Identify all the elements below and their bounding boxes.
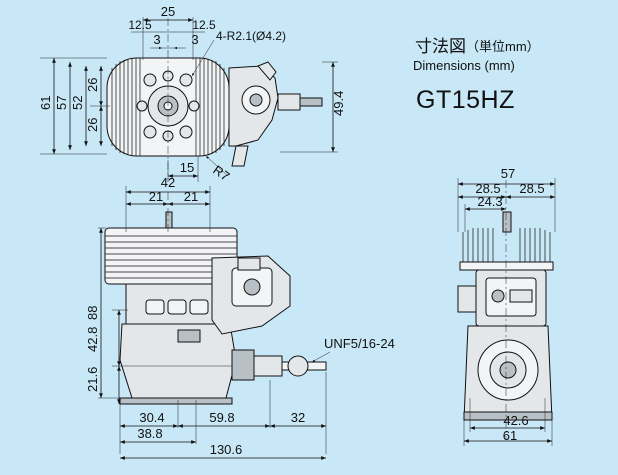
dim-38-8: 38.8 xyxy=(137,426,162,441)
carb-inlet xyxy=(277,93,301,111)
dim-49-4: 49.4 xyxy=(331,91,346,116)
dim-r7: R7 xyxy=(210,162,232,184)
dim-130-6: 130.6 xyxy=(210,442,243,457)
needle-valve xyxy=(299,97,323,107)
dim-12-5-left: 12.5 xyxy=(128,18,152,32)
side-fins xyxy=(462,228,551,262)
drive-washer xyxy=(231,349,255,381)
hole-callout: 4-R2.1(Ø4.2) xyxy=(216,29,286,43)
thread-label: UNF5/16-24 xyxy=(324,336,395,351)
dim-12-5-right: 12.5 xyxy=(192,18,216,32)
dim-57: 57 xyxy=(54,96,69,110)
dim-42-6: 42.6 xyxy=(503,413,528,428)
head-fins xyxy=(111,58,225,156)
dim-24-3: 24.3 xyxy=(477,194,502,209)
title-en: Dimensions (mm) xyxy=(413,58,515,73)
bolt-3 xyxy=(143,125,157,139)
dim-30-4: 30.4 xyxy=(139,410,164,425)
dim-32: 32 xyxy=(291,410,305,425)
dim-21-left: 21 xyxy=(149,189,163,204)
dim-61: 61 xyxy=(38,96,53,110)
dim-28-5-left: 28.5 xyxy=(475,181,500,196)
side-prop-nut xyxy=(499,361,517,379)
brand-badge xyxy=(177,329,201,343)
bolt-2 xyxy=(179,73,193,87)
bolt-4 xyxy=(179,125,193,139)
dim-3-left: 3 xyxy=(153,32,160,47)
title-unit: （単位mm） xyxy=(466,39,540,54)
top-view: 25 12.5 12.5 3 3 4-R2.1(Ø4.2) 61 57 52 2… xyxy=(38,4,346,184)
dim-57: 57 xyxy=(501,166,515,181)
front-view: 42 21 21 88 42.8 21.6 UNF5/16-24 30.4 59… xyxy=(85,175,395,460)
dim-42-8: 42.8 xyxy=(85,327,100,352)
dim-3-right: 3 xyxy=(191,32,198,47)
glow-plug-front xyxy=(165,211,173,229)
prop-nut xyxy=(287,355,309,377)
model-name: GT15HZ xyxy=(416,86,515,114)
dim-42: 42 xyxy=(161,175,175,190)
dim-21-6: 21.6 xyxy=(85,367,100,392)
side-view: 57 28.5 28.5 24.3 42.6 61 xyxy=(457,166,556,446)
bolt-1 xyxy=(143,73,157,87)
glow-plug-side xyxy=(502,211,512,233)
dim-88: 88 xyxy=(85,306,100,320)
dim-52: 52 xyxy=(70,96,85,110)
dim-28-5-right: 28.5 xyxy=(519,181,544,196)
dim-25: 25 xyxy=(161,4,175,19)
dim-61-bottom: 61 xyxy=(503,428,517,443)
dim-59-8: 59.8 xyxy=(209,410,234,425)
title-jp: 寸法図 xyxy=(415,37,466,56)
dim-15: 15 xyxy=(180,160,194,175)
dim-26-bottom: 26 xyxy=(85,118,100,132)
dim-21-right: 21 xyxy=(184,189,198,204)
dim-26-top: 26 xyxy=(85,78,100,92)
prop-hub xyxy=(253,355,283,377)
